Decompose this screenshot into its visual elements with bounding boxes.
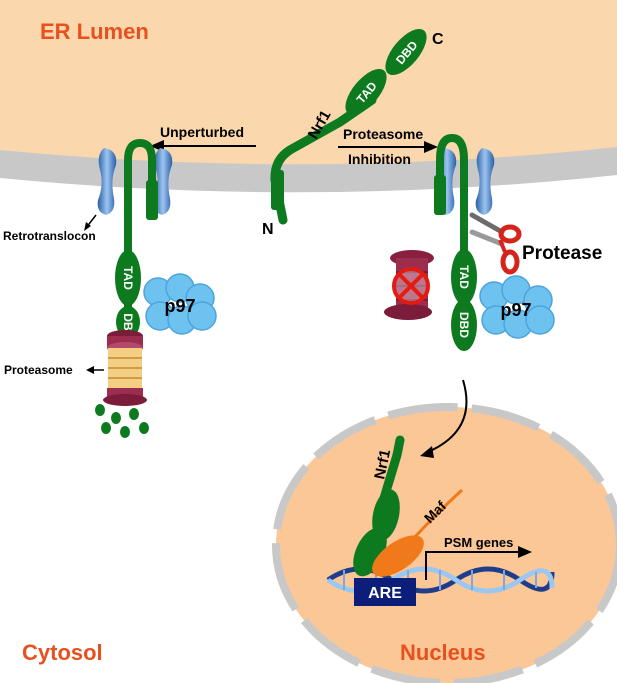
nucleus-label: Nucleus <box>400 640 486 665</box>
p97-label-right: p97 <box>500 300 531 320</box>
p97-right: p97 <box>479 275 555 339</box>
nrf1-anchor-right <box>434 175 446 215</box>
tad-domain-left <box>115 250 141 306</box>
left-retrotranslocon <box>97 148 173 215</box>
tad-label-left: TAD <box>121 266 135 290</box>
unperturbed-label: Unperturbed <box>160 124 244 140</box>
nuclear-envelope <box>272 403 617 683</box>
cytosol-label: Cytosol <box>22 640 103 665</box>
proteasome-left <box>103 330 147 406</box>
dbd-domain <box>385 28 427 76</box>
retrotranslocon-subunit-right-r <box>475 148 495 215</box>
nrf1-nuclear-tad <box>372 489 400 541</box>
retrotranslocon-subunit-left <box>97 148 117 215</box>
nrf1-retrotranslocated-chain <box>124 138 156 320</box>
nrf1-membrane-form: TAD DBD C N Nrf1 <box>262 28 444 238</box>
transmembrane-segment <box>271 170 284 210</box>
dbd-domain-left <box>116 306 140 338</box>
psm-genes-label: PSM genes <box>444 535 513 550</box>
nucleus-body <box>276 407 617 683</box>
nuclear-translocation-arrow <box>427 379 468 453</box>
proteasome-inhibition-arrow: Proteasome Inhibition <box>338 126 438 167</box>
protease-label: Protease <box>522 243 602 264</box>
maf-chain <box>410 488 464 542</box>
maf-domain <box>372 535 424 577</box>
retrotranslocon-label: Retrotranslocon <box>3 229 96 243</box>
p97-left: p97 <box>143 273 217 335</box>
nrf1-nuclear-chain <box>377 435 405 510</box>
protease-scissors-icon <box>469 212 522 275</box>
c-terminus-label: C <box>432 31 444 48</box>
dbd-label-right: DBD <box>457 312 471 338</box>
nrf1-anchor-left <box>146 180 158 220</box>
tad-domain-right <box>451 249 477 305</box>
p97-label-left: p97 <box>164 296 195 316</box>
tad-label-right: TAD <box>457 265 471 289</box>
inhibition-icon <box>392 267 430 305</box>
er-lumen-label: ER Lumen <box>40 19 149 44</box>
nrf1-nuclear-label: Nrf1 <box>371 448 394 481</box>
are-element <box>354 578 416 606</box>
proteasome-inhibition-label-1: Proteasome <box>343 126 423 142</box>
dbd-domain-right <box>451 299 477 351</box>
dbd-partial-label: DB <box>121 313 135 331</box>
n-terminus-label: N <box>262 221 274 238</box>
tad-domain <box>345 68 387 116</box>
are-label: ARE <box>368 585 402 602</box>
proteasome-inhibition-label-2: Inhibition <box>348 151 411 167</box>
retrotranslocon-subunit-right <box>153 148 173 215</box>
proteasome-label: Proteasome <box>4 363 73 377</box>
nrf1-chain-right <box>436 133 468 350</box>
unperturbed-arrow: Unperturbed <box>150 124 256 152</box>
transcription-arrow <box>425 551 520 580</box>
peptide-fragments <box>95 404 149 438</box>
